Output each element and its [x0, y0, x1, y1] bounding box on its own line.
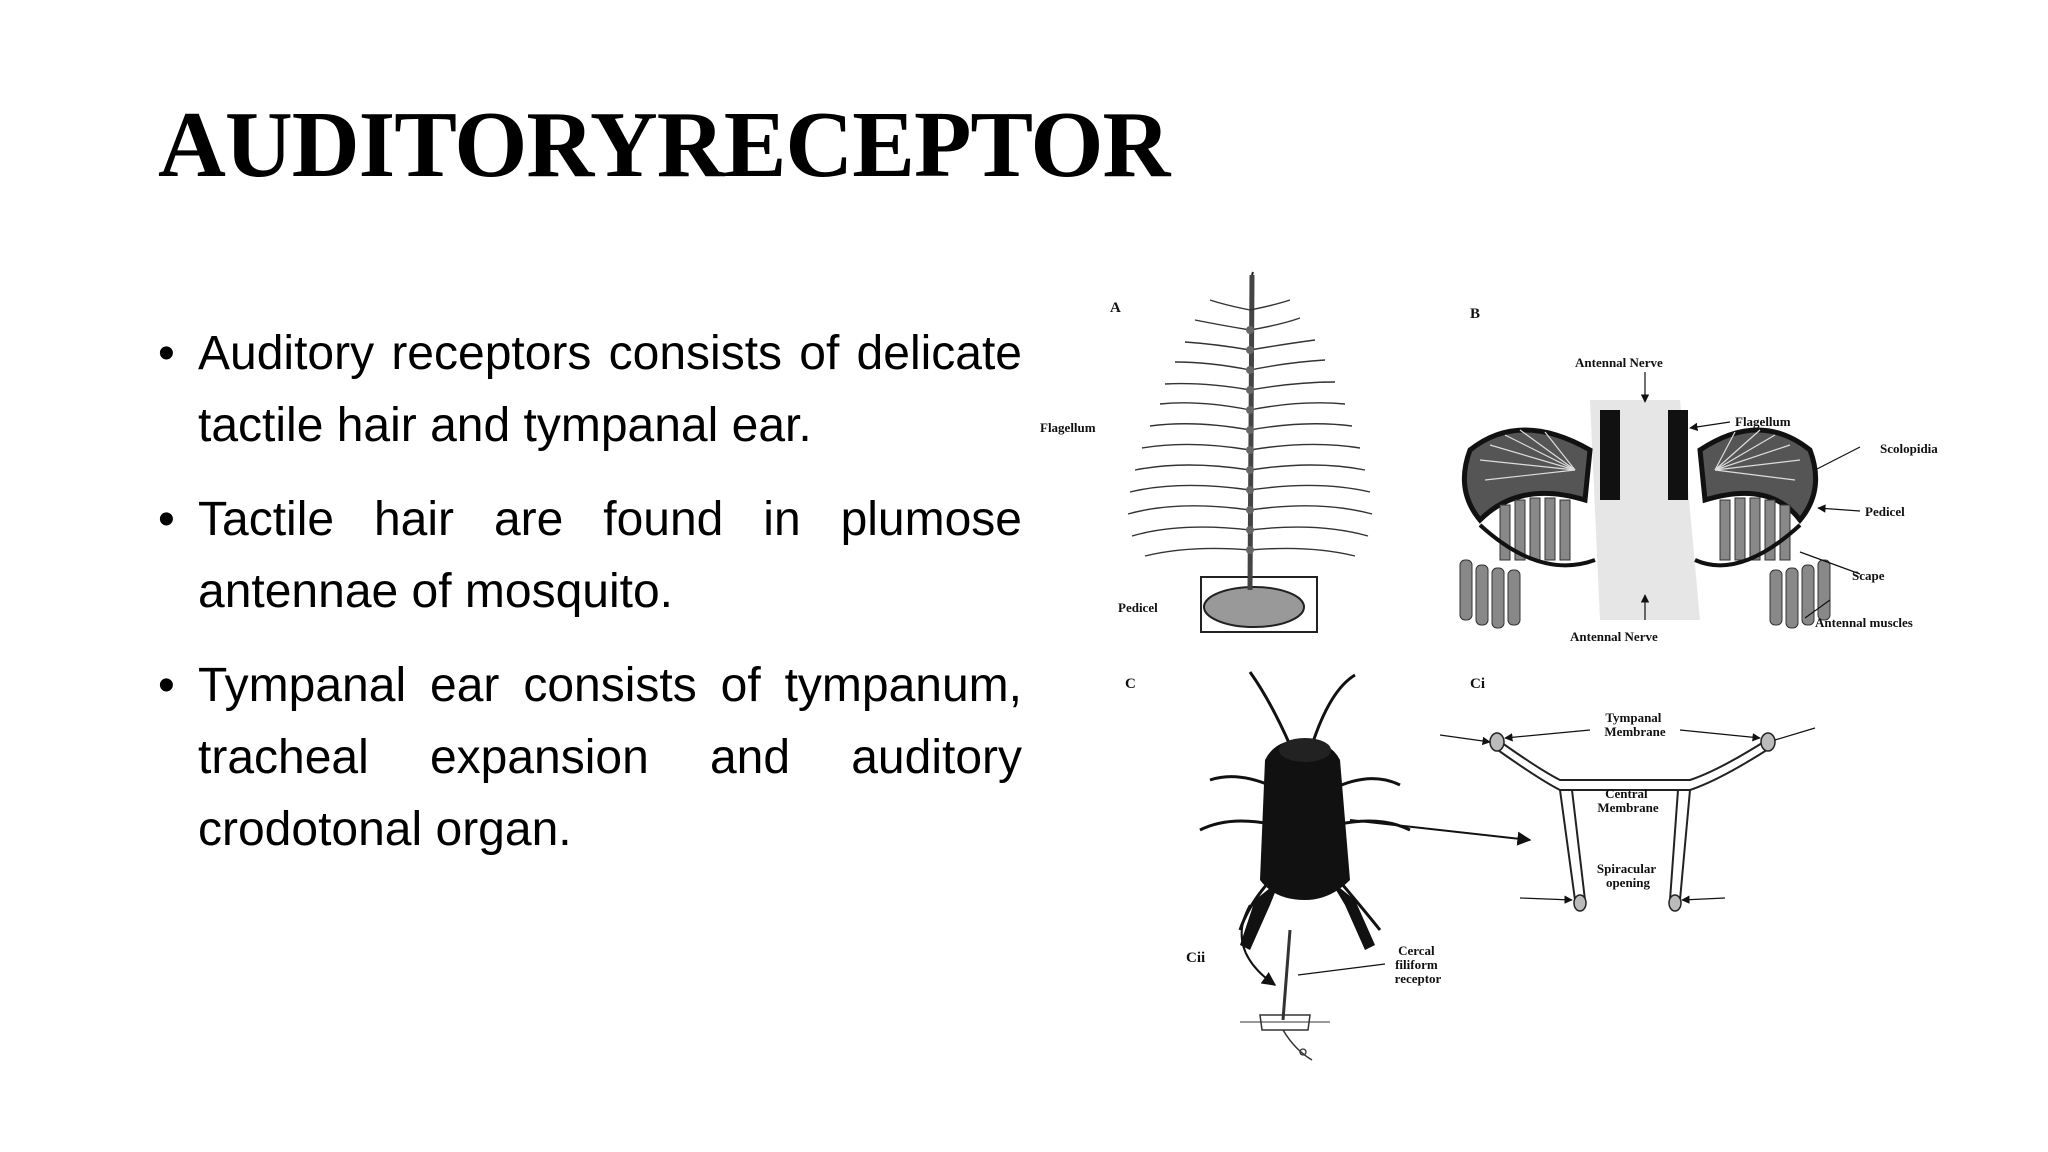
panel-cii-cercal-receptor-drawing: [1240, 904, 1386, 1061]
bullet-marker: •: [158, 327, 175, 380]
bullet-item: • Tactile hair are found in plumose ante…: [152, 484, 1022, 628]
panel-ci-tympanal-label: Tympanal Membrane: [1604, 710, 1666, 739]
panel-b-johnstons-organ-drawing: [1459, 372, 1861, 629]
panel-ci-spiracular-label: Spiracular opening: [1597, 861, 1659, 890]
panel-b-antennal-nerve-top-label: Antennal Nerve: [1575, 355, 1663, 370]
panel-ci-letter: Ci: [1470, 676, 1485, 692]
panel-cii-cercal-label: Cercal filiform receptor: [1395, 943, 1442, 986]
panel-b-flagellum-label: Flagellum: [1735, 414, 1791, 429]
panel-ci-central-line1: Central: [1605, 786, 1648, 801]
bullet-list: • Auditory receptors consists of delicat…: [152, 318, 1022, 888]
bullet-text: Tympanal ear consists of tympanum, trach…: [198, 659, 1022, 856]
panel-ci-spiracular-line2: opening: [1606, 875, 1651, 890]
panel-ci-spiracular-line1: Spiracular: [1597, 861, 1656, 876]
bullet-item: • Auditory receptors consists of delicat…: [152, 318, 1022, 462]
bullet-text: Auditory receptors consists of delicate …: [198, 327, 1022, 452]
panel-ci-tympanal-line1: Tympanal: [1605, 710, 1661, 725]
bullet-marker: •: [158, 493, 175, 546]
panel-ci-central-label: Central Membrane: [1597, 786, 1659, 815]
panel-cii-letter: Cii: [1186, 950, 1205, 966]
panel-b-scape-label: Scape: [1852, 568, 1885, 583]
panel-ci-tympanal-organ-drawing: [1439, 727, 1816, 912]
panel-b-antennal-muscles-label: Antennal muscles: [1815, 615, 1913, 630]
panel-a-pedicel-label: Pedicel: [1118, 600, 1158, 615]
panel-cii-cercal-line3: receptor: [1395, 971, 1442, 986]
panel-ci-tympanal-line2: Membrane: [1604, 724, 1666, 739]
panel-a-flagellum-label: Flagellum: [1040, 420, 1096, 435]
panel-b-antennal-nerve-bottom-label: Antennal Nerve: [1570, 629, 1658, 644]
panel-c-letter: C: [1125, 676, 1136, 692]
panel-b-pedicel-label: Pedicel: [1865, 504, 1905, 519]
panel-c-cricket-drawing: [1199, 671, 1532, 950]
panel-a-antenna-drawing: [1127, 271, 1373, 633]
panel-cii-cercal-line2: filiform: [1395, 957, 1438, 972]
panel-cii-cercal-line1: Cercal: [1398, 943, 1435, 958]
bullet-item: • Tympanal ear consists of tympanum, tra…: [152, 650, 1022, 866]
slide-title: AUDITORYRECEPTOR: [158, 93, 1170, 197]
panel-a-letter: A: [1110, 300, 1121, 316]
bullet-text: Tactile hair are found in plumose antenn…: [198, 493, 1022, 618]
panel-b-scolopidia-label: Scolopidia: [1880, 441, 1938, 456]
bullet-marker: •: [158, 659, 175, 712]
panel-b-letter: B: [1470, 306, 1480, 322]
auditory-receptor-figure: A Flagellum Pedicel: [1040, 271, 1938, 1061]
panel-ci-central-line2: Membrane: [1597, 800, 1659, 815]
